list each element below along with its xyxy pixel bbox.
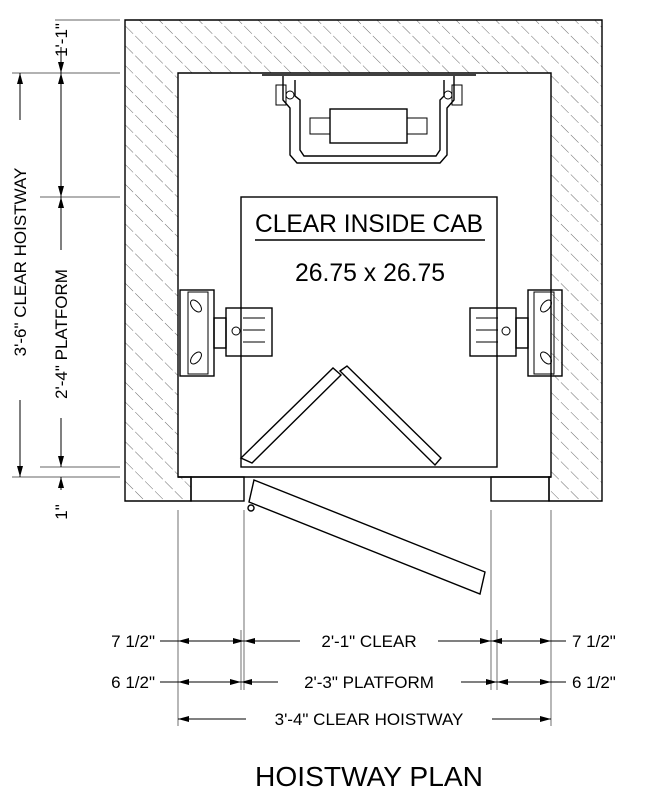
left-door-jamb — [190, 476, 245, 502]
left-guide-rail — [179, 289, 273, 377]
right-door-jamb — [490, 476, 550, 502]
dim-row1-right: 7 1/2" — [572, 632, 616, 651]
dim-clear-hoistway-vertical: 3'-6" CLEAR HOISTWAY — [11, 168, 30, 357]
plan-title: HOISTWAY PLAN — [255, 761, 483, 792]
counterweight-assembly — [262, 74, 476, 164]
cab-heading: CLEAR INSIDE CAB — [255, 210, 483, 238]
dim-bottom-clearance: 1" — [52, 504, 71, 520]
dim-row2-center: 2'-3" PLATFORM — [304, 673, 434, 692]
dim-top-clearance: 1'-1" — [52, 23, 71, 57]
right-guide-rail — [469, 289, 563, 377]
hoistway-swing-door — [247, 479, 486, 595]
cab-outline — [240, 196, 498, 468]
dim-row3-center: 3'-4" CLEAR HOISTWAY — [275, 710, 464, 729]
dim-row2-right: 6 1/2" — [572, 673, 616, 692]
dim-row1-left: 7 1/2" — [111, 632, 155, 651]
dim-row1-center: 2'-1" CLEAR — [321, 632, 416, 651]
dim-row2-left: 6 1/2" — [111, 673, 155, 692]
cab-size: 26.75 x 26.75 — [295, 259, 445, 287]
cab-folding-gate — [239, 365, 442, 467]
dim-platform-vertical: 2'-4" PLATFORM — [52, 269, 71, 399]
